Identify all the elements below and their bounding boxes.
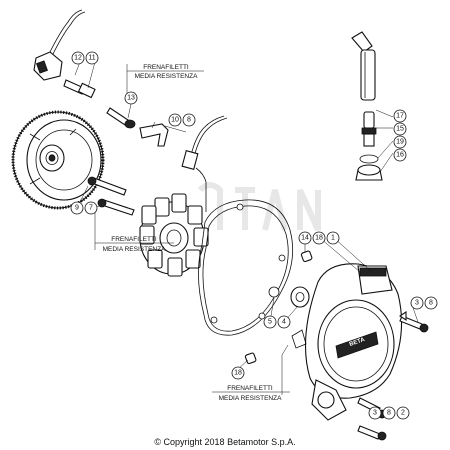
callout-1: 1 — [326, 231, 340, 245]
wire-bracket — [139, 115, 228, 212]
callout-11: 11 — [85, 51, 99, 65]
callout-5: 5 — [263, 315, 277, 329]
note-bottom-line1: FRENAFILETTI — [227, 385, 273, 392]
callout-7: 7 — [84, 201, 98, 215]
dowels — [244, 250, 313, 365]
callout-8-top: 8 — [182, 113, 196, 127]
callout-18-top: 18 — [312, 231, 326, 245]
callout-15: 15 — [393, 122, 407, 136]
spark-plug — [355, 111, 383, 181]
callout-14: 14 — [298, 231, 312, 245]
svg-text:13: 13 — [127, 95, 135, 102]
svg-text:1: 1 — [331, 235, 335, 242]
callout-16: 16 — [393, 148, 407, 162]
bolts-9-7 — [87, 176, 135, 216]
svg-text:14: 14 — [301, 235, 309, 242]
svg-text:18: 18 — [234, 370, 242, 377]
cover-logo: BETA — [335, 331, 379, 359]
svg-text:7: 7 — [89, 205, 93, 212]
svg-text:10: 10 — [171, 117, 179, 124]
callout-9: 9 — [70, 201, 84, 215]
note-bottom-line2: MEDIA RESISTENZA — [219, 395, 283, 402]
svg-text:9: 9 — [75, 205, 79, 212]
svg-text:15: 15 — [396, 126, 404, 133]
bolt-13 — [106, 107, 136, 129]
callout-13: 13 — [124, 91, 138, 105]
callout-8-bottom: 8 — [382, 406, 396, 420]
leader-lines — [74, 61, 419, 414]
stator — [139, 193, 209, 277]
svg-text:19: 19 — [396, 139, 404, 146]
thread-lock-note-bottom: FRENAFILETTI MEDIA RESISTENZA — [212, 385, 290, 402]
callout-17: 17 — [393, 109, 407, 123]
svg-text:11: 11 — [88, 55, 95, 62]
spark-plug-cap — [351, 31, 376, 101]
copyright-text: © Copyright 2018 Betamotor S.p.A. — [154, 437, 296, 447]
callout-12: 12 — [71, 51, 85, 65]
svg-text:2: 2 — [401, 410, 405, 417]
watermark — [197, 182, 321, 232]
note-top-line1: FRENAFILETTI — [143, 64, 189, 71]
svg-text:18: 18 — [315, 235, 323, 242]
flywheel — [11, 110, 105, 210]
callout-10: 10 — [168, 113, 182, 127]
seal-oring — [268, 286, 310, 308]
callout-4: 4 — [277, 315, 291, 329]
callout-19: 19 — [393, 135, 407, 149]
thread-lock-note-top: FRENAFILETTI MEDIA RESISTENZA — [127, 64, 204, 80]
callouts: 12 11 13 10 8 9 7 17 15 19 16 14 18 1 5 … — [70, 51, 438, 420]
stator-coils — [139, 193, 209, 277]
note-left-line2: MEDIA RESISTENZA — [103, 246, 167, 253]
thread-lock-note-left: FRENAFILETTI MEDIA RESISTENZA — [95, 236, 174, 253]
callout-3-bottom: 3 — [368, 406, 382, 420]
svg-text:8: 8 — [187, 117, 191, 124]
svg-text:3: 3 — [415, 300, 419, 307]
svg-text:8: 8 — [387, 410, 391, 417]
cover-logo-text: BETA — [349, 337, 367, 348]
svg-text:16: 16 — [396, 152, 404, 159]
note-left-line1: FRENAFILETTI — [111, 236, 157, 243]
pickup-sensor — [33, 9, 96, 99]
svg-text:5: 5 — [268, 319, 272, 326]
svg-text:12: 12 — [74, 55, 82, 62]
callout-2: 2 — [396, 406, 410, 420]
ignition-cover: BETA — [291, 263, 403, 421]
svg-text:4: 4 — [282, 319, 286, 326]
note-top-line2: MEDIA RESISTENZA — [135, 73, 199, 80]
svg-text:3: 3 — [373, 410, 377, 417]
svg-text:8: 8 — [429, 300, 433, 307]
callout-8-right: 8 — [424, 296, 438, 310]
callout-18-bottom: 18 — [231, 366, 245, 380]
callout-3-right: 3 — [410, 296, 424, 310]
svg-text:17: 17 — [396, 113, 404, 120]
